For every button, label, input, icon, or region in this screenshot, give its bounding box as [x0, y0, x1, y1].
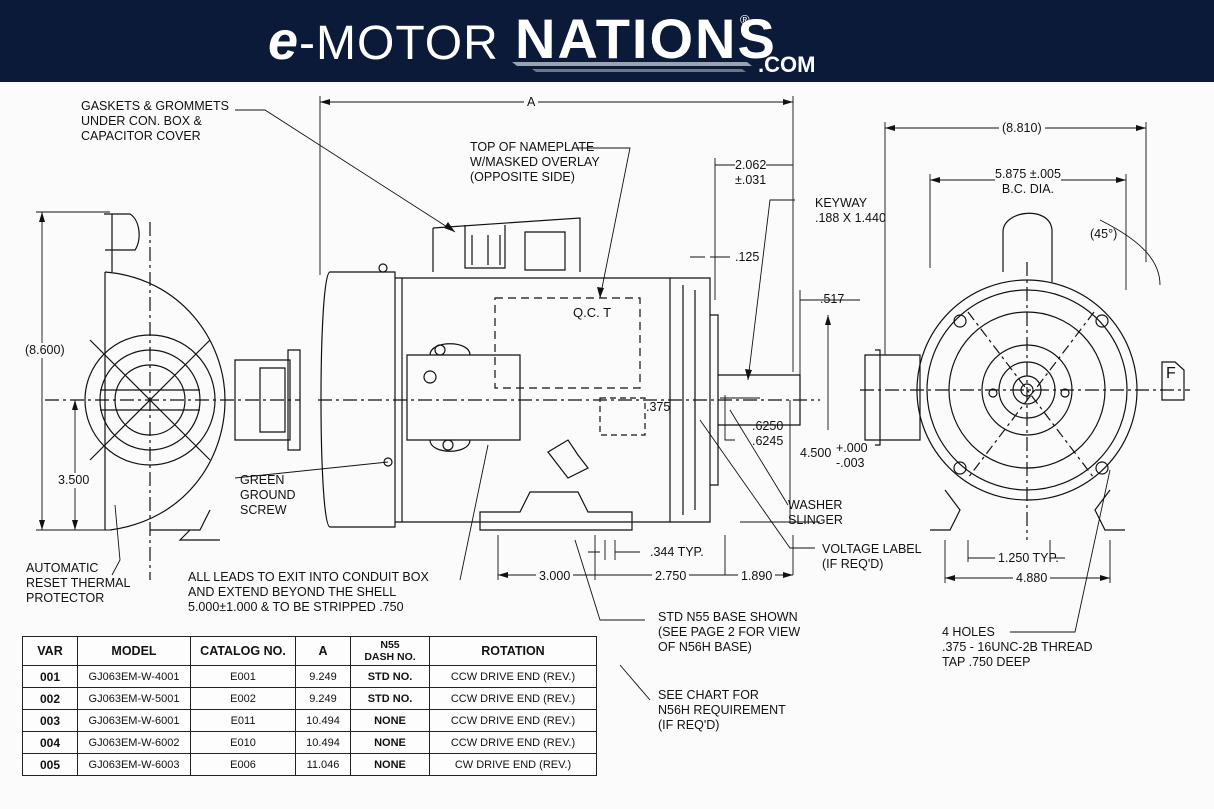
voltage-label-callout: VOLTAGE LABEL (IF REQ'D) [822, 542, 922, 571]
cell-catalog: E002 [190, 687, 296, 710]
col-header-model: MODEL [77, 636, 191, 666]
cell-rotation: CW DRIVE END (REV.) [429, 753, 597, 776]
dim-517: .517 [820, 292, 845, 306]
cell-catalog: E006 [190, 753, 296, 776]
brand-e: e [268, 11, 300, 71]
cell-rotation: CCW DRIVE END (REV.) [429, 687, 597, 710]
cell-catalog: E001 [190, 665, 296, 688]
dim-2062: 2.062 ±.031 [735, 158, 767, 188]
cell-model: GJ063EM-W-5001 [77, 687, 191, 710]
dim-3500: 3.500 [58, 473, 90, 488]
dim-8810: (8.810) [999, 121, 1045, 136]
cell-var: 005 [22, 753, 78, 776]
nameplate-callout: TOP OF NAMEPLATE W/MASKED OVERLAY (OPPOS… [470, 140, 600, 184]
swoosh-logo-icon [512, 62, 752, 72]
col-header-catalog: CATALOG NO. [190, 636, 296, 666]
cell-dash: NONE [350, 709, 430, 732]
cell-dash: NONE [350, 753, 430, 776]
registered-mark: ® [740, 12, 750, 27]
table-row: 003 GJ063EM-W-6001 E011 10.494 NONE CCW … [22, 709, 597, 732]
dim-8600: (8.600) [25, 343, 65, 358]
left-end-view [45, 213, 301, 580]
brand-dotcom: .COM [758, 52, 816, 77]
keyway-callout: KEYWAY .188 X 1.440 [815, 196, 886, 225]
dim-a: A [524, 95, 539, 110]
brand-emotor: e-MOTOR [268, 10, 499, 72]
dim-375: .375 [646, 400, 671, 414]
cell-a: 11.046 [295, 753, 351, 776]
dimension-lines [36, 96, 1161, 583]
col-header-rotation: ROTATION [429, 636, 597, 666]
thermal-protector-callout: AUTOMATIC RESET THERMAL PROTECTOR [26, 561, 131, 605]
table-row: 004 GJ063EM-W-6002 E010 10.494 NONE CCW … [22, 731, 597, 754]
cell-dash: STD NO. [350, 665, 430, 688]
cell-dash: NONE [350, 731, 430, 754]
col-header-var: VAR [22, 636, 78, 666]
cell-var: 003 [22, 709, 78, 732]
cell-var: 002 [22, 687, 78, 710]
arrowheads [39, 99, 1146, 581]
cell-a: 9.249 [295, 687, 351, 710]
cell-a: 10.494 [295, 709, 351, 732]
model-spec-table: VAR MODEL CATALOG NO. A N55 DASH NO. ROT… [22, 636, 597, 776]
brand-header: e-MOTOR NATIONS ® .COM [0, 0, 1214, 82]
base-callout: STD N55 BASE SHOWN (SEE PAGE 2 FOR VIEW … [658, 610, 801, 654]
table-row: 005 GJ063EM-W-6003 E006 11.046 NONE CW D… [22, 753, 597, 776]
dim-45-deg: (45°) [1090, 227, 1118, 241]
cell-rotation: CCW DRIVE END (REV.) [429, 665, 597, 688]
dim-1250: 1.250 TYP. [998, 551, 1059, 565]
side-view [318, 217, 820, 531]
dim-1890: 1.890 [738, 569, 776, 584]
cell-catalog: E010 [190, 731, 296, 754]
cell-model: GJ063EM-W-6003 [77, 753, 191, 776]
leader-lines [111, 109, 1111, 701]
leads-callout: ALL LEADS TO EXIT INTO CONDUIT BOX AND E… [188, 570, 429, 614]
dim-125: .125 [735, 250, 760, 264]
cell-var: 004 [22, 731, 78, 754]
col-header-a: A [295, 636, 351, 666]
cell-catalog: E011 [190, 709, 296, 732]
dim-bolt-circle: 5.875 ±.005 B.C. DIA. [995, 167, 1061, 197]
gaskets-callout: GASKETS & GROMMETS UNDER CON. BOX & CAPA… [81, 99, 229, 143]
cell-rotation: CCW DRIVE END (REV.) [429, 731, 597, 754]
brand-nations: NATIONS [515, 7, 777, 70]
dim-4500: 4.500 [800, 446, 832, 461]
cell-model: GJ063EM-W-6002 [77, 731, 191, 754]
dim-3000: 3.000 [536, 569, 574, 584]
cell-model: GJ063EM-W-4001 [77, 665, 191, 688]
col-header-dash: N55 DASH NO. [350, 636, 430, 666]
brand-motor: -MOTOR [299, 17, 499, 70]
table-header-row: VAR MODEL CATALOG NO. A N55 DASH NO. ROT… [22, 636, 597, 666]
dim-shaft-dia: .6250 .6245 [752, 419, 784, 448]
table-row: 001 GJ063EM-W-4001 E001 9.249 STD NO. CC… [22, 665, 597, 688]
dim-4880: 4.880 [1013, 571, 1051, 586]
dim-2750: 2.750 [652, 569, 690, 584]
dim-344: .344 TYP. [650, 545, 704, 559]
green-ground-screw-callout: GREEN GROUND SCREW [240, 473, 296, 517]
cell-dash: STD NO. [350, 687, 430, 710]
dim-4500-tolerance: +.000 -.003 [836, 441, 868, 470]
f-mark-label: F [1166, 365, 1176, 382]
cell-model: GJ063EM-W-6001 [77, 709, 191, 732]
qct-label: Q.C. T [573, 305, 612, 320]
right-end-view [860, 212, 1190, 540]
mounting-holes-callout: 4 HOLES .375 - 16UNC-2B THREAD TAP .750 … [942, 625, 1093, 669]
washer-slinger-callout: WASHER SLINGER [788, 498, 843, 527]
cell-a: 10.494 [295, 731, 351, 754]
table-row: 002 GJ063EM-W-5001 E002 9.249 STD NO. CC… [22, 687, 597, 710]
cell-rotation: CCW DRIVE END (REV.) [429, 709, 597, 732]
cell-a: 9.249 [295, 665, 351, 688]
see-chart-callout: SEE CHART FOR N56H REQUIREMENT (IF REQ'D… [658, 688, 786, 732]
cell-var: 001 [22, 665, 78, 688]
